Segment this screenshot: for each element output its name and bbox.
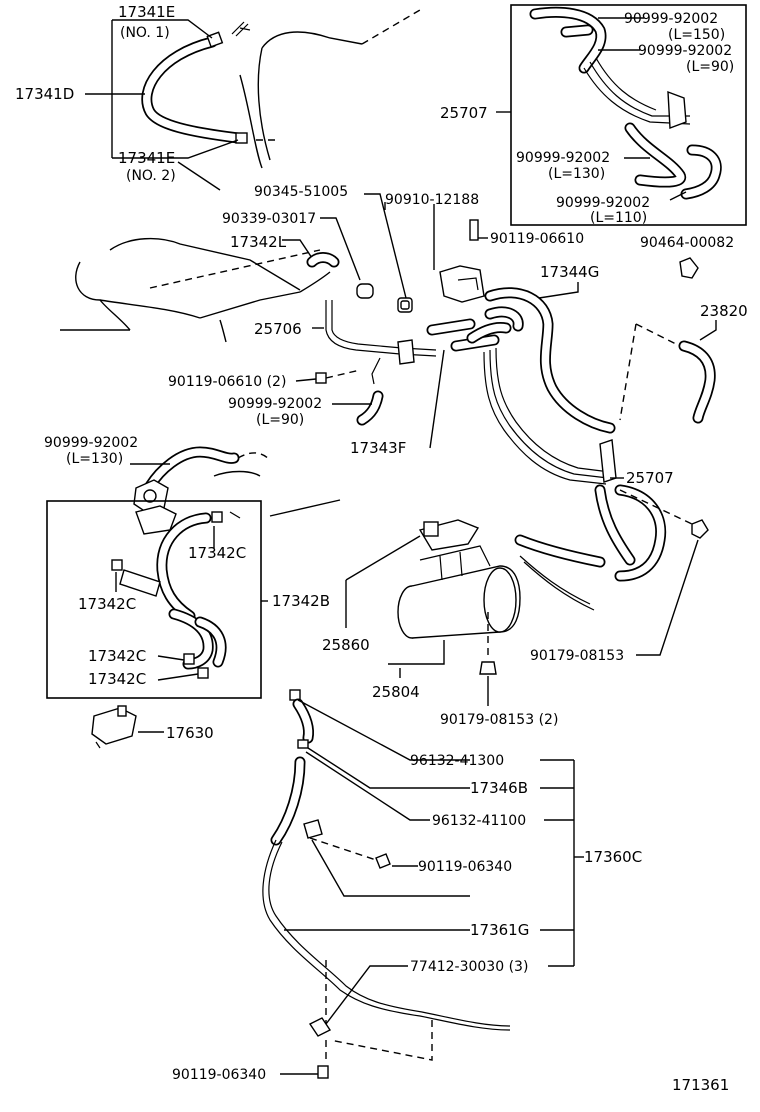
leaders-17360C xyxy=(280,699,584,1075)
part-25706-pipe xyxy=(325,300,437,385)
part-vsv-17342 xyxy=(133,479,169,513)
label-17360C: 17360C xyxy=(584,848,642,866)
label-90999-92002-b: 90999-92002 xyxy=(638,43,732,59)
part-17341D-hose xyxy=(141,36,244,144)
label-90339-03017: 90339-03017 xyxy=(222,211,316,227)
label-17343F: 17343F xyxy=(350,439,406,457)
part-90339-03017 xyxy=(356,283,374,299)
label-17342C-a: 17342C xyxy=(188,544,246,562)
label-25707-mid: 25707 xyxy=(626,469,674,487)
label-17342B: 17342B xyxy=(272,592,330,610)
part-90910-12188 xyxy=(439,219,485,303)
part-90179-08153 xyxy=(619,489,709,539)
label-90999-92002-e: 90999-92002 xyxy=(228,396,322,412)
figure-number: 171361 xyxy=(672,1076,729,1094)
engine-outline-middle xyxy=(60,237,331,343)
label-17341D: 17341D xyxy=(15,85,74,103)
inset-box-25707 xyxy=(496,4,747,226)
clamp-17341E-no1 xyxy=(206,21,251,48)
leader-17343F xyxy=(429,349,445,449)
label-90999-92002-a: 90999-92002 xyxy=(624,11,718,27)
leader-90119-06610-2 xyxy=(295,378,317,382)
part-90119-06610-bolts xyxy=(315,369,361,384)
label-17342C-d: 17342C xyxy=(88,670,146,688)
part-90345-51005 xyxy=(397,297,413,313)
part-23820-hose xyxy=(619,323,716,424)
main-pipe-to-25707 xyxy=(483,347,617,485)
label-17341E-no1-note: (NO. 1) xyxy=(120,25,170,41)
leaders-middle-top xyxy=(282,193,717,341)
label-96132-41300: 96132-41300 xyxy=(410,753,504,769)
label-90179-08153-b: 90179-08153 (2) xyxy=(440,712,558,728)
label-90179-08153-a: 90179-08153 xyxy=(530,648,624,664)
part-90999-f-hose xyxy=(130,446,341,517)
label-90999-92002-a-note: (L=150) xyxy=(668,27,725,43)
label-17341E-no1: 17341E xyxy=(118,3,175,21)
label-17344G: 17344G xyxy=(540,263,599,281)
label-90464-00082: 90464-00082 xyxy=(640,235,734,251)
label-90999-92002-e-note: (L=90) xyxy=(256,412,304,428)
label-90119-06610: 90119-06610 xyxy=(490,231,584,247)
label-90119-06340-b: 90119-06340 xyxy=(172,1067,266,1083)
part-90464-00082 xyxy=(679,257,699,279)
leader-90179-08153-a xyxy=(636,539,699,656)
part-90999-e-hose xyxy=(356,390,384,426)
hoses-lower-right xyxy=(514,484,667,611)
part-17630 xyxy=(91,705,164,749)
part-25860-canister xyxy=(397,519,521,639)
label-90999-92002-c-note: (L=130) xyxy=(548,166,605,182)
clamp-17341E-no2 xyxy=(235,132,276,144)
label-17341E-no2: 17341E xyxy=(118,149,175,167)
label-23820: 23820 xyxy=(700,302,748,320)
label-25804: 25804 xyxy=(372,683,420,701)
bottom-pipe-assembly xyxy=(262,689,511,1079)
leader-17341 xyxy=(85,19,239,159)
part-17344G-hose xyxy=(484,287,616,434)
label-90345-51005: 90345-51005 xyxy=(254,184,348,200)
label-17342L: 17342L xyxy=(230,233,287,251)
label-90999-92002-c: 90999-92002 xyxy=(516,150,610,166)
label-25860: 25860 xyxy=(322,636,370,654)
label-17342C-c: 17342C xyxy=(88,647,146,665)
part-90179-08153-2 xyxy=(479,612,497,706)
label-25706: 25706 xyxy=(254,320,302,338)
label-96132-41100: 96132-41100 xyxy=(432,813,526,829)
label-90999-92002-f: 90999-92002 xyxy=(44,435,138,451)
label-90999-92002-d: 90999-92002 xyxy=(556,195,650,211)
label-90999-92002-b-note: (L=90) xyxy=(686,59,734,75)
label-90910-12188: 90910-12188 xyxy=(385,192,479,208)
label-17346B: 17346B xyxy=(470,779,528,797)
label-90119-06340-a: 90119-06340 xyxy=(418,859,512,875)
inset-box-17342B xyxy=(46,500,268,699)
part-17342L xyxy=(306,252,340,268)
label-25707-top: 25707 xyxy=(440,104,488,122)
label-17341E-no2-note: (NO. 2) xyxy=(126,168,176,184)
leaders-25860-25804 xyxy=(345,535,445,678)
label-90119-06610-2: 90119-06610 (2) xyxy=(168,374,286,390)
label-90999-92002-d-note: (L=110) xyxy=(590,210,647,226)
engine-outline-top xyxy=(177,9,421,191)
part-17343F-hoses xyxy=(426,306,524,352)
label-77412-30030: 77412-30030 (3) xyxy=(410,959,528,975)
label-17342C-b: 17342C xyxy=(78,595,136,613)
label-17630: 17630 xyxy=(166,724,214,742)
label-17361G: 17361G xyxy=(470,921,529,939)
label-90999-92002-f-note: (L=130) xyxy=(66,451,123,467)
